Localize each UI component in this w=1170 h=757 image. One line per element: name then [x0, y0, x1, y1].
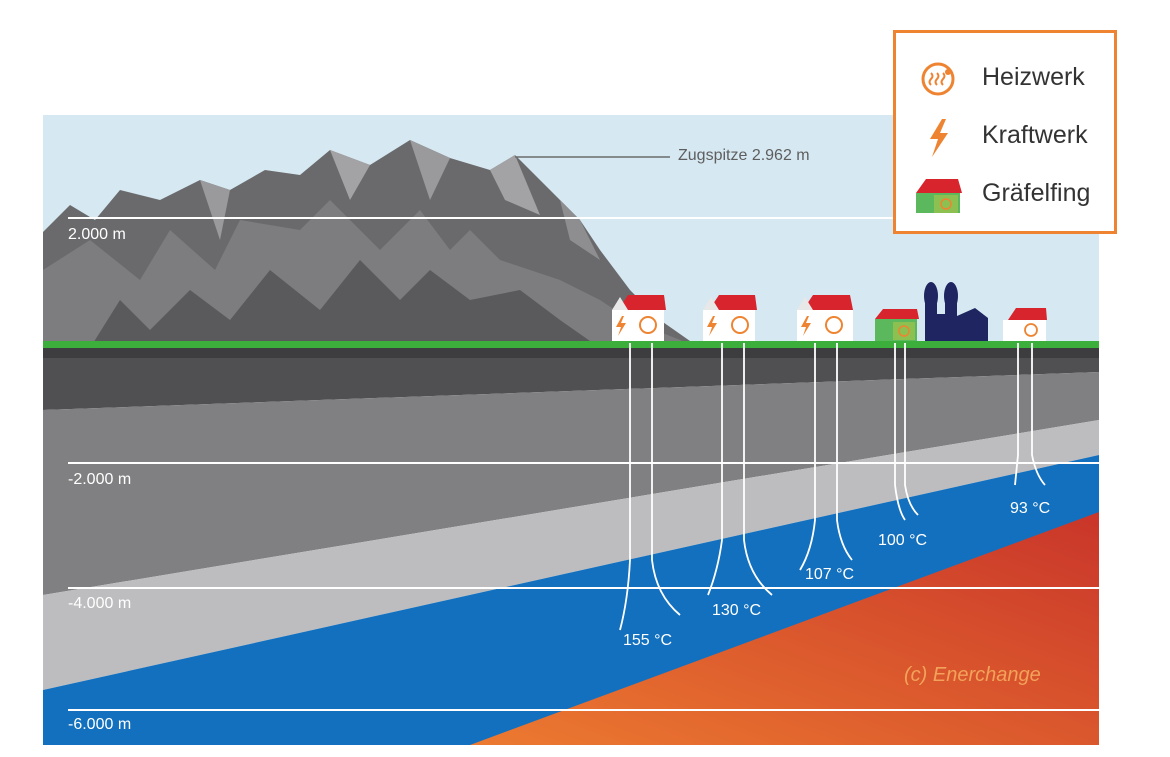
heating-plant-icon	[898, 325, 910, 337]
topsoil-layer	[43, 348, 1099, 358]
legend-item-graefelfing: Gräfelfing	[896, 169, 1114, 219]
borehole	[836, 343, 853, 561]
lightning-bolt-icon	[707, 316, 717, 336]
ground-surface	[43, 341, 1099, 348]
lightning-bolt-icon	[616, 316, 626, 336]
graefelfing-building	[875, 309, 919, 341]
borehole	[1014, 343, 1019, 486]
borehole	[651, 343, 681, 616]
heating-plant-building	[1003, 308, 1047, 341]
dark-rock-layer	[43, 358, 1099, 410]
depth-label: -6.000 m	[68, 716, 132, 733]
legend-label: Gräfelfing	[982, 179, 1091, 207]
well-temperature: 100 °C	[878, 532, 928, 549]
borehole	[1031, 343, 1046, 486]
peak-label: Zugspitze 2.962 m	[678, 147, 810, 164]
heating-plant-icon	[1024, 323, 1038, 337]
borehole	[743, 343, 773, 596]
heating-plant-icon	[731, 316, 749, 334]
heating-plant-icon	[639, 316, 657, 334]
depth-label: 2.000 m	[68, 226, 126, 243]
church-silhouette	[924, 282, 988, 341]
legend-label: Kraftwerk	[982, 121, 1088, 149]
hot-rock-zone	[470, 512, 1099, 745]
boreholes	[619, 343, 1046, 631]
borehole	[799, 343, 816, 571]
green-house-icon	[916, 179, 962, 213]
heating-plant-icon	[825, 316, 843, 334]
well-temperature: 93 °C	[1010, 500, 1051, 517]
lightning-bolt-icon	[801, 316, 811, 336]
power-plant-building	[612, 295, 666, 341]
heating-plant-icon	[921, 62, 955, 96]
borehole	[894, 343, 906, 521]
borehole	[904, 343, 919, 516]
well-temperature: 155 °C	[623, 632, 673, 649]
mountain-range	[43, 140, 700, 348]
power-plant-building	[797, 295, 853, 341]
legend-label: Heizwerk	[982, 63, 1085, 91]
mid-rock-layer	[43, 372, 1099, 595]
legend-item-heizwerk: Heizwerk	[896, 53, 1114, 103]
lightning-bolt-icon	[930, 119, 948, 157]
depth-label: -4.000 m	[68, 595, 132, 612]
borehole	[619, 343, 631, 631]
borehole	[707, 343, 723, 596]
copyright-credit: (c) Enerchange	[904, 664, 1041, 686]
well-temperature: 107 °C	[805, 566, 855, 583]
power-plant-building	[703, 295, 757, 341]
legend: Heizwerk Kraftwerk Gräfelfing	[893, 30, 1117, 234]
legend-item-kraftwerk: Kraftwerk	[896, 111, 1114, 161]
depth-label: -2.000 m	[68, 471, 132, 488]
light-rock-layer	[43, 420, 1099, 690]
well-temperature: 130 °C	[712, 602, 762, 619]
